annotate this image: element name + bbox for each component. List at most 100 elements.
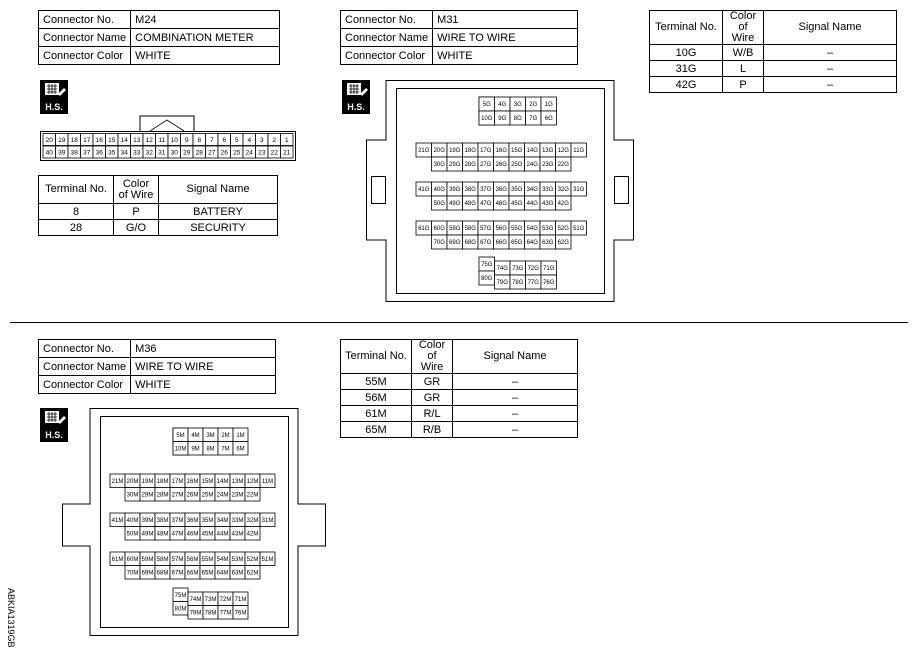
pin-label: 28 [196,149,204,156]
pin-label: 61G [418,226,430,232]
pin-label: 61M [112,557,124,563]
pin-label: 25M [202,492,214,498]
pin-label: 73M [205,597,217,603]
color-of-wire-header: Color of Wire [411,339,453,374]
pin-label: 30G [434,162,446,168]
pin-label: 15G [511,148,523,154]
pin-label: 7 [210,137,214,144]
connector-color-label: Connector Color [37,46,132,65]
pin-label: 18M [157,479,169,485]
pin-label: 57M [172,557,184,563]
pin-label: 77M [220,610,232,616]
pin-label: 42G [558,201,570,207]
pin-label: 64G [527,240,539,246]
pin-label: 26G [496,162,508,168]
connector-no-label: Connector No. [37,10,132,29]
pin-label: 20G [434,148,446,154]
pin-label: 68G [465,240,477,246]
pin-label: 60G [434,226,446,232]
pin-label: 41G [418,187,430,193]
pin-cell [540,110,557,126]
pin-label: 53M [232,557,244,563]
pin-label: 36M [187,518,199,524]
pin-label: 53G [542,226,554,232]
pin-label: 46G [496,201,508,207]
pin-label: 28G [465,162,477,168]
pin-label: 31 [158,149,166,156]
pin-label: 5G [483,102,491,108]
pin-label: 74M [190,597,202,603]
pin-label: 24G [527,162,539,168]
pin-label: 52M [247,557,259,563]
pin-label: 35 [108,149,116,156]
color-of-wire-header: Color of Wire [722,10,764,45]
pin-cell [540,274,557,290]
pin-cell [232,605,249,620]
pin-label: 49M [142,531,154,537]
pin-label: 46M [187,531,199,537]
pin-label: 36G [496,187,508,193]
connector-no-value: M31 [432,10,579,29]
pin-label: 66G [496,240,508,246]
pin-label: 51M [262,557,274,563]
pin-label: 29G [449,162,461,168]
connector-color-value: WHITE [130,46,281,65]
pin-label: 70M [127,570,139,576]
pin-label: 3G [514,102,522,108]
connector-no-label: Connector No. [339,10,434,29]
pin-label: 71G [543,266,555,272]
terminal-no-header: Terminal No. [38,175,114,204]
pin-label: 6 [222,137,226,144]
pin-cell [244,487,261,502]
pin-label: 5 [235,137,239,144]
pin-label: 39G [449,187,461,193]
pin-label: 54G [527,226,539,232]
pin-label: 18 [71,137,79,144]
pin-label: 18G [465,148,477,154]
connector-name-label: Connector Name [37,357,132,376]
pin-label: 45G [511,201,523,207]
pin-label: 43M [232,531,244,537]
terminal-no-header: Terminal No. [340,339,412,374]
pin-label: 11M [262,479,273,485]
connector-no-label: Connector No. [37,339,132,358]
pin-label: 31G [573,187,585,193]
pin-label: 9G [498,116,506,122]
pin-cell [555,234,572,250]
pin-label: 17M [172,479,184,485]
pin-label: 67G [480,240,492,246]
pin-label: 2 [272,137,276,144]
pin-label: 54M [217,557,229,563]
pin-label: 73G [512,266,524,272]
pin-label: 51G [573,226,585,232]
pin-label: 13 [133,137,141,144]
pin-label: 1G [545,102,553,108]
pin-label: 14 [121,137,129,144]
pin-label: 15M [202,479,214,485]
pin-cell [244,565,261,580]
pin-label: 40G [434,187,446,193]
pin-label: 47M [172,531,184,537]
pin-label: 38M [157,518,169,524]
connector-name-value: WIRE TO WIRE [432,28,579,47]
pin-label: 23 [258,149,266,156]
pin-label: 13M [232,479,244,485]
pin-label: 6G [545,116,553,122]
connector-no-value: M24 [130,10,281,29]
connector-name-value: WIRE TO WIRE [130,357,277,376]
pin-label: 79G [497,280,509,286]
pin-label: 60M [127,557,139,563]
connector-no-value: M36 [130,339,277,358]
pin-label: 14M [217,479,229,485]
pin-label: 55M [202,557,214,563]
pin-label: 47G [480,201,492,207]
pin-label: 22G [558,162,570,168]
pin-label: 72M [220,597,232,603]
